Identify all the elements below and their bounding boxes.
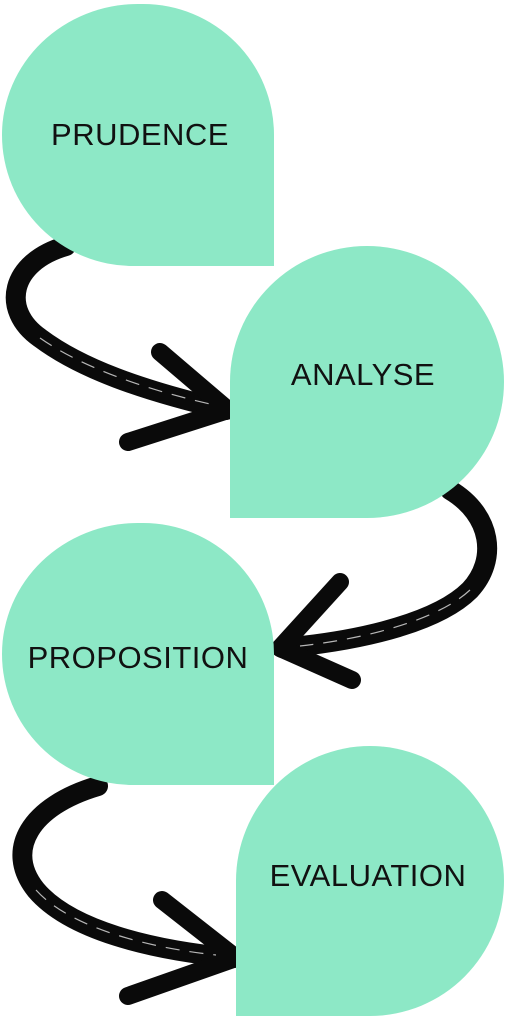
curved-arrow-2 <box>271 480 498 689</box>
step-label: PROPOSITION <box>27 640 249 675</box>
step-proposition: PROPOSITION <box>2 523 274 785</box>
step-prudence: PRUDENCE <box>2 4 274 266</box>
step-analyse: ANALYSE <box>230 246 504 518</box>
step-label: EVALUATION <box>269 858 467 893</box>
curved-arrow-3 <box>12 776 245 1005</box>
step-label: PRUDENCE <box>51 117 229 152</box>
step-evaluation: EVALUATION <box>236 746 504 1016</box>
step-label: ANALYSE <box>290 357 436 392</box>
curved-arrow-1 <box>5 236 237 451</box>
